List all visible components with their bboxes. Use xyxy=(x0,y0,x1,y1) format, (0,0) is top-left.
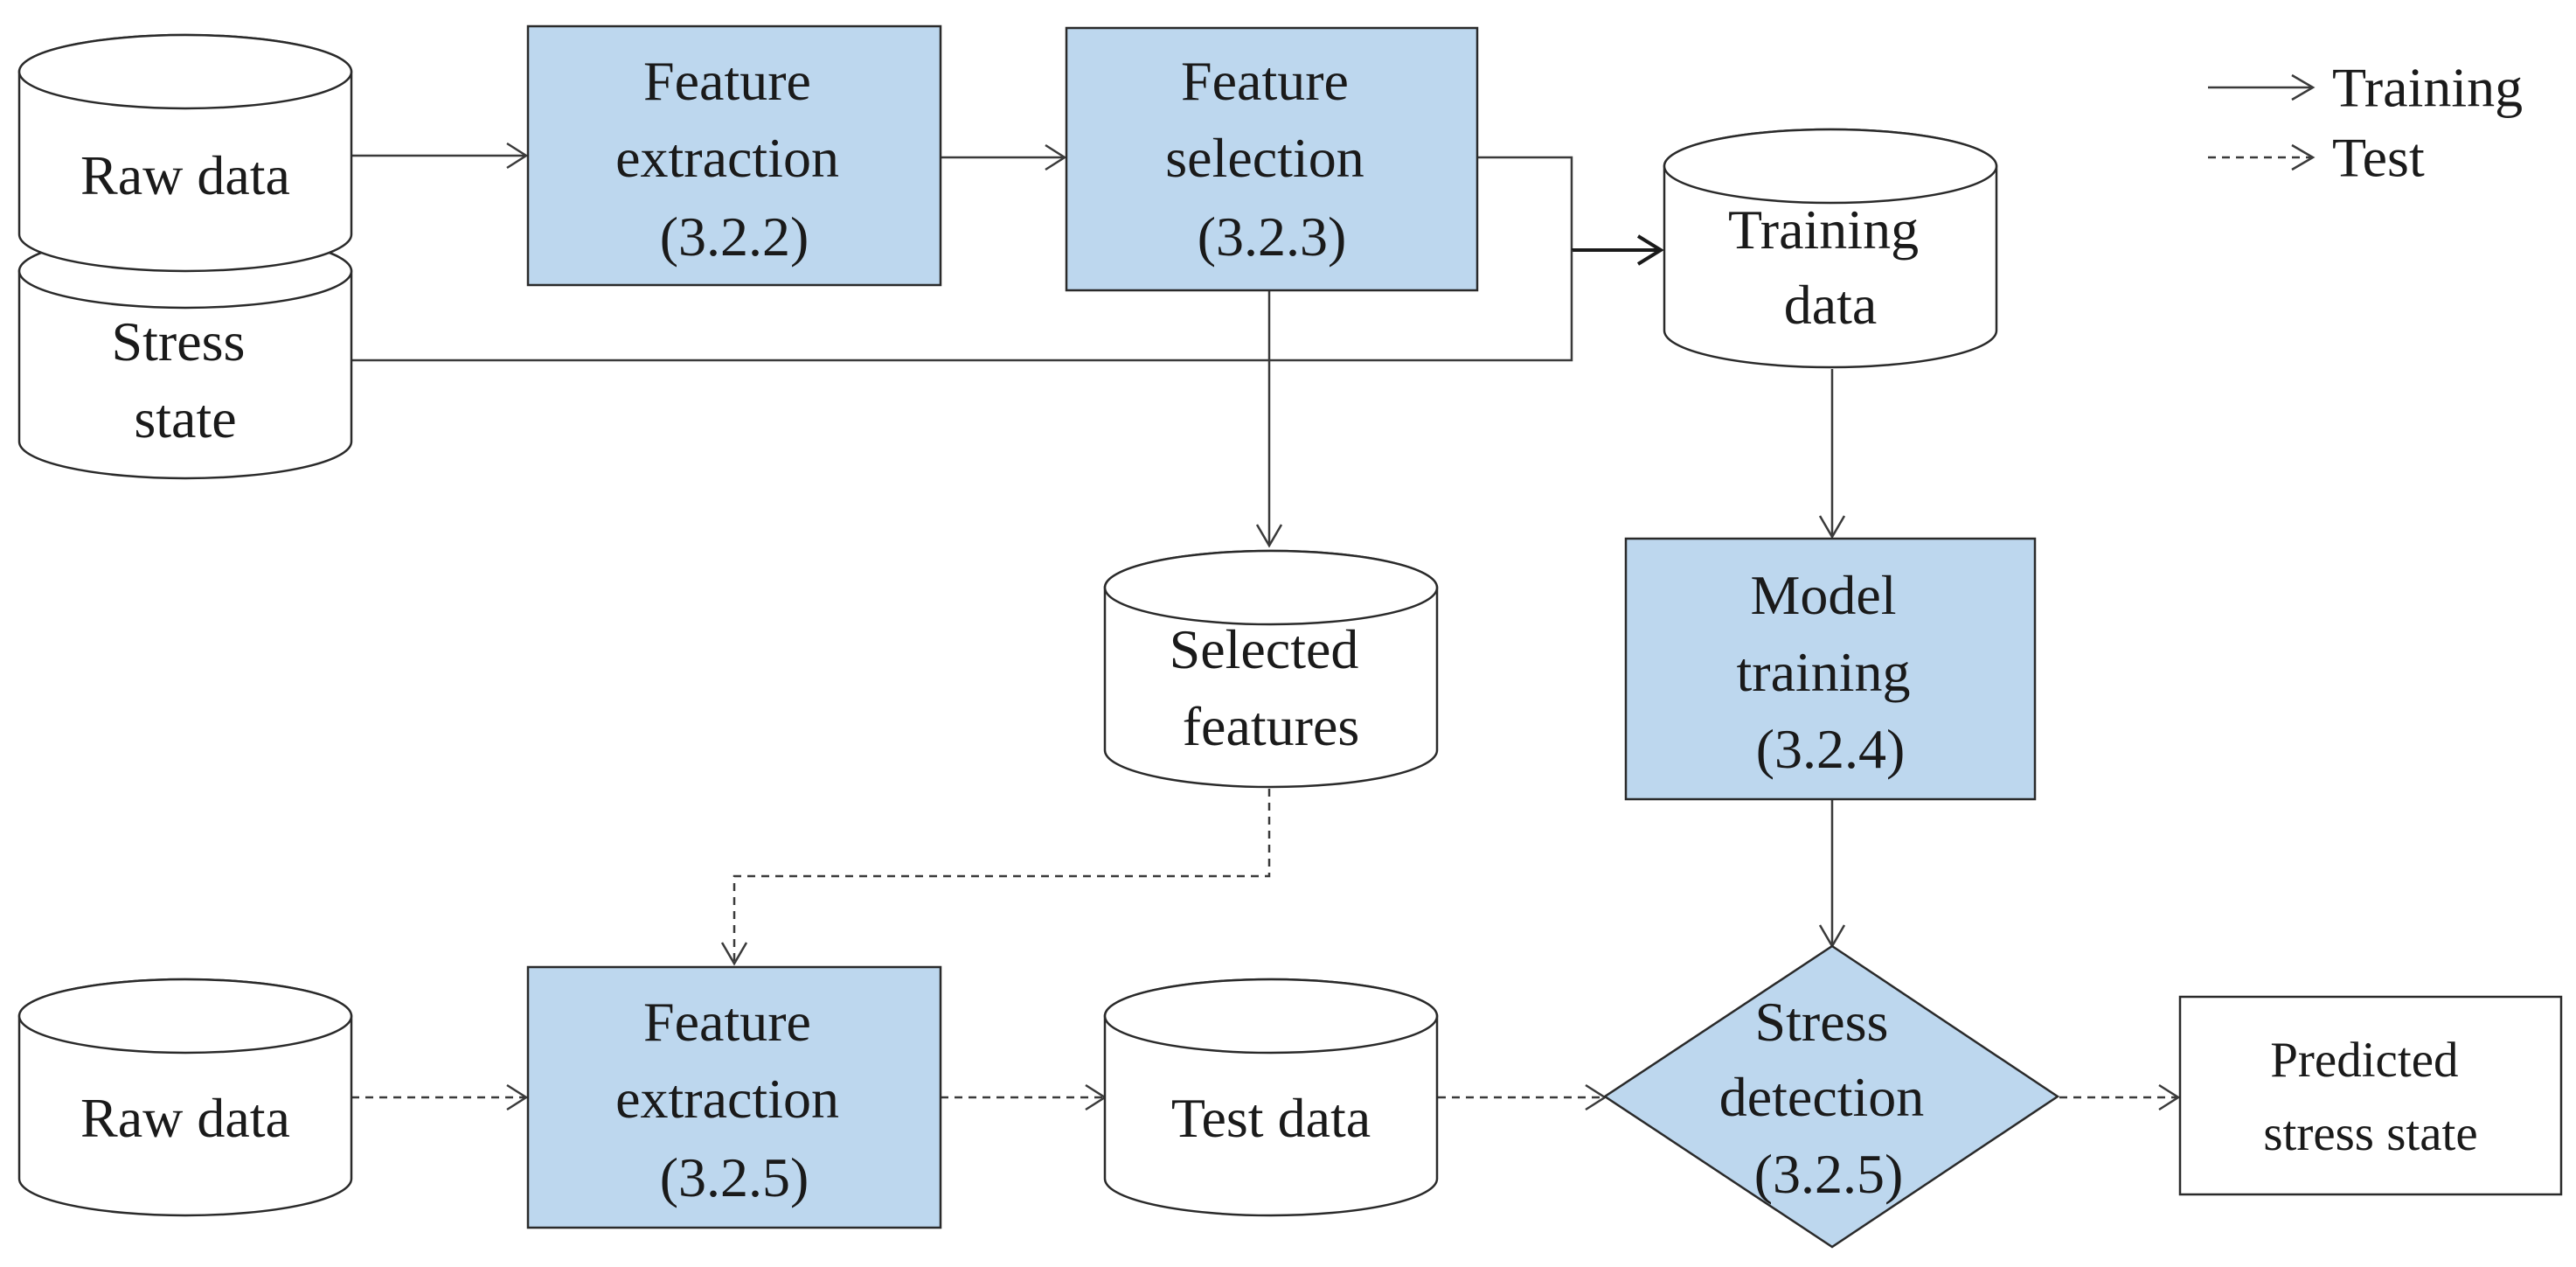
stress-detection-diamond: Stress detection (3.2.5) xyxy=(1602,944,2060,1249)
model-training-box: Model training (3.2.4) xyxy=(1624,537,2037,801)
arrow-detection-to-prediction xyxy=(2059,1083,2181,1111)
feature-extraction-train-label: Feature extraction (3.2.2) xyxy=(615,50,853,268)
feature-extraction-train-box: Feature extraction (3.2.2) xyxy=(526,24,942,287)
arrow-raw-to-extraction-test xyxy=(351,1083,529,1111)
predicted-stress-state-box: Predicted stress state xyxy=(2178,995,2563,1196)
training-data-label: Training data xyxy=(1728,198,1933,336)
feature-selection-label: Feature selection (3.2.3) xyxy=(1165,50,1378,268)
raw-data-train-cylinder: Raw data xyxy=(17,33,353,273)
model-training-label: Model training (3.2.4) xyxy=(1736,564,1924,780)
arrow-selection-to-selected-features xyxy=(1255,290,1283,548)
arrow-test-data-to-detection xyxy=(1438,1083,1607,1111)
raw-data-test-label: Raw data xyxy=(80,1087,290,1149)
arrow-selected-features-to-extraction-test xyxy=(720,789,1271,966)
legend-test-label: Test xyxy=(2332,127,2425,189)
feature-extraction-test-label: Feature extraction (3.2.5) xyxy=(615,991,853,1208)
legend-solid-arrow-head xyxy=(2291,73,2316,101)
legend-training-label: Training xyxy=(2332,57,2523,119)
arrow-raw-to-extraction-train xyxy=(351,142,529,170)
arrow-training-data-to-model xyxy=(1818,369,1846,540)
legend-training-entry: Training xyxy=(2208,57,2523,119)
arrow-extraction-to-test-data xyxy=(941,1083,1107,1111)
feature-selection-box: Feature selection (3.2.3) xyxy=(1065,26,1479,292)
arrow-model-to-detection xyxy=(1818,799,1846,949)
stress-detection-label: Stress detection (3.2.5) xyxy=(1719,991,1939,1205)
test-data-label: Test data xyxy=(1171,1087,1371,1149)
legend-test-entry: Test xyxy=(2208,127,2425,189)
test-data-cylinder: Test data xyxy=(1103,978,1439,1217)
legend: Training Test xyxy=(2208,57,2523,189)
stress-state-label: Stress state xyxy=(112,310,260,449)
predicted-stress-state-label: Predicted stress state xyxy=(2263,1033,2477,1161)
selected-features-label: Selected features xyxy=(1170,618,1373,757)
raw-data-train-label: Raw data xyxy=(80,144,290,206)
raw-data-test-cylinder: Raw data xyxy=(17,978,353,1217)
arrow-selection-to-training-data xyxy=(1477,156,1664,266)
feature-extraction-test-box: Feature extraction (3.2.5) xyxy=(526,965,942,1229)
arrow-extraction-to-selection xyxy=(941,143,1067,171)
arrow-stress-state-to-training-data xyxy=(351,250,1573,362)
legend-dashed-arrow-head xyxy=(2291,143,2316,171)
training-data-cylinder: Training data xyxy=(1663,128,1998,369)
selected-features-cylinder: Selected features xyxy=(1103,549,1439,789)
